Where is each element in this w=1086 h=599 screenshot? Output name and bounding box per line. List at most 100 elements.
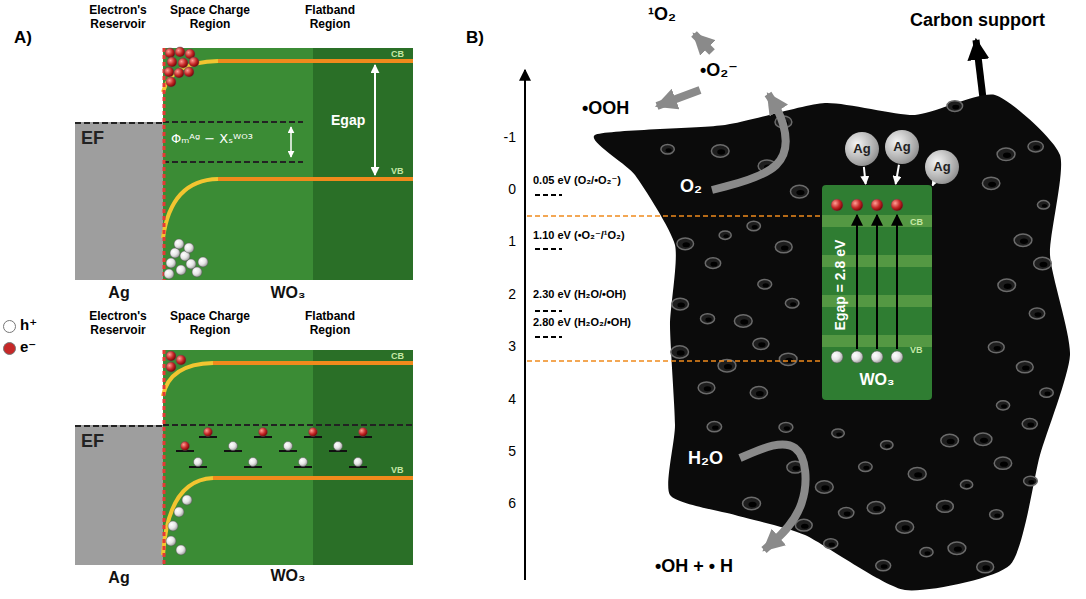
- pore: [832, 429, 845, 438]
- pore: [902, 525, 910, 530]
- text-holder: Egap: [331, 112, 365, 128]
- excitation-arrow: [876, 215, 878, 349]
- gap-arrow: [374, 65, 376, 175]
- pore: [711, 145, 729, 157]
- pore: [1000, 462, 1008, 467]
- annotation-label: 2.80 eV (H₂O₂/•OH): [533, 316, 631, 329]
- trapped-carrier: [259, 428, 268, 437]
- pore: [863, 466, 869, 470]
- electron: [167, 57, 177, 67]
- pore: [779, 422, 793, 432]
- legend-text: h⁺: [20, 316, 37, 333]
- hole: [176, 265, 186, 275]
- pore: [792, 466, 800, 471]
- trapped-carrier: [229, 442, 238, 451]
- carbon-particle: [594, 95, 1070, 591]
- pore: [753, 338, 769, 349]
- pore: [705, 258, 720, 269]
- pore: [996, 401, 1009, 410]
- pore: [758, 279, 772, 289]
- pore: [1003, 153, 1011, 158]
- silver-contact: EFAg: [75, 425, 163, 565]
- pore: [839, 507, 854, 518]
- pore: [948, 542, 966, 554]
- electron: [174, 68, 184, 78]
- semiconductor-block: CBVBWO₃: [163, 350, 413, 565]
- pore: [1033, 145, 1040, 150]
- pore: [661, 145, 674, 154]
- band-bending: [163, 363, 213, 396]
- pore: [740, 319, 748, 324]
- fermi-level: [75, 122, 163, 124]
- band-level-guide: [527, 360, 822, 362]
- fermi-level: [75, 425, 163, 427]
- annotation-label: Electron's Reservoir: [68, 310, 168, 338]
- node-text: EF: [81, 128, 104, 149]
- pore: [1022, 418, 1037, 429]
- valence-band: [213, 476, 413, 480]
- pore: [1014, 234, 1032, 246]
- carbon-support: CBEgap = 2.8 eVVBWO₃AgAgAgCarbon support: [575, 95, 1070, 595]
- trapped-carrier: [359, 428, 368, 437]
- pore: [974, 433, 992, 445]
- pore: [1040, 388, 1053, 397]
- pore: [994, 513, 1000, 517]
- text-holder: Ag: [108, 569, 129, 587]
- label-holder: 4: [508, 391, 516, 407]
- hole: [831, 351, 843, 363]
- pore: [977, 561, 994, 573]
- semiconductor-block: Φₘᴬᵍ − Xₛᵂᴼ³EgapCBVBWO₃: [163, 48, 413, 280]
- excitation-arrow: [856, 215, 858, 349]
- text-holder: WO₃: [860, 371, 895, 389]
- energy-axis: [524, 70, 526, 580]
- pore: [677, 350, 685, 355]
- reaction-arrow: [657, 90, 700, 106]
- pore: [1042, 204, 1047, 208]
- pore: [698, 382, 715, 394]
- pore: [723, 234, 728, 238]
- text-holder: CB: [391, 351, 404, 361]
- pore: [775, 241, 792, 253]
- pore: [876, 560, 891, 570]
- pore: [867, 501, 885, 513]
- node-text: CB: [391, 351, 404, 361]
- pore: [704, 386, 712, 391]
- trapped-carrier: [334, 442, 343, 451]
- pore: [1022, 365, 1030, 370]
- pore: [965, 484, 971, 488]
- label-holder: Flatband Region: [285, 310, 375, 338]
- pore: [719, 231, 731, 239]
- pore: [982, 565, 990, 570]
- conduction-band: [218, 59, 413, 63]
- pore: [824, 539, 838, 549]
- label-holder: 1.10 eV (•O₂⁻/¹O₂): [533, 229, 625, 242]
- hole: [192, 267, 202, 277]
- axis-tick-label: 0: [508, 181, 516, 197]
- species-label: •OH + • H: [655, 556, 733, 577]
- pore: [785, 299, 799, 308]
- hole: [166, 536, 176, 546]
- node-text: Egap: [331, 112, 365, 128]
- label-holder: 1: [508, 233, 516, 249]
- pore: [790, 185, 808, 198]
- node-text: Ag: [108, 569, 129, 587]
- hole: [182, 495, 192, 505]
- annotation-label: A): [14, 28, 32, 48]
- text-holder: Carbon support: [910, 10, 1045, 31]
- hole: [168, 521, 178, 531]
- pore: [1001, 404, 1007, 408]
- node-text: Ag: [853, 142, 870, 157]
- interface-line: [163, 350, 166, 565]
- electron: [184, 67, 194, 77]
- pore: [672, 298, 689, 310]
- pore: [1045, 392, 1051, 396]
- label-holder: Flatband Region: [285, 4, 375, 32]
- label-holder: H₂O: [688, 448, 723, 469]
- pore: [980, 438, 988, 443]
- electron: [164, 67, 174, 77]
- conduction-band: [213, 361, 413, 365]
- reaction-arrow: [694, 34, 712, 52]
- annotation-label: 0.05 eV (O₂/•O₂⁻): [533, 174, 621, 187]
- pore: [941, 434, 959, 446]
- pore: [836, 432, 842, 436]
